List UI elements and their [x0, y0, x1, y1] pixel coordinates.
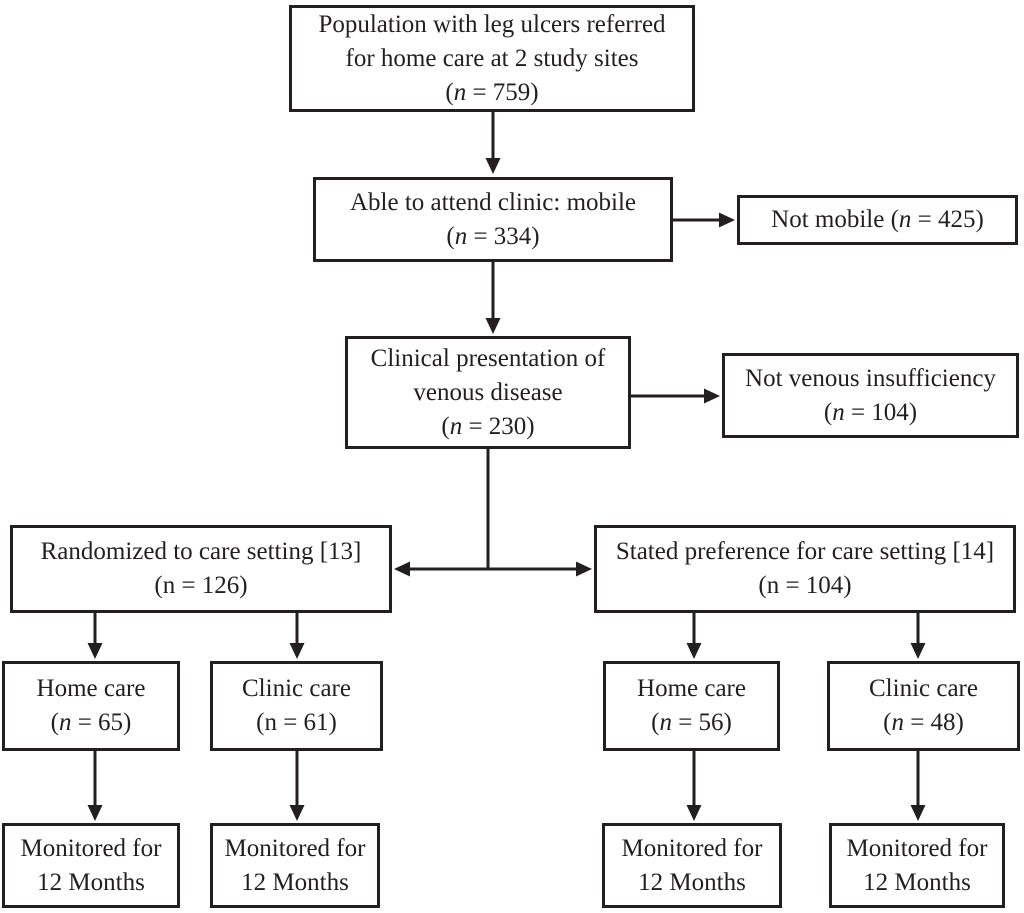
- flow-node-clinic-rand: Clinic care (n = 61): [210, 661, 383, 751]
- node-line: (n = 230): [441, 412, 535, 440]
- node-line: 12 Months: [638, 868, 746, 896]
- flow-node-monitored-clinic-pref: Monitored for 12 Months: [829, 823, 1005, 908]
- node-line: Clinical presentation of: [370, 344, 606, 372]
- flow-node-home-pref: Home care (n = 56): [603, 661, 780, 751]
- node-line: (n = 104): [758, 572, 852, 599]
- connector-randomized-to-home: [87, 612, 103, 659]
- flow-node-not-mobile: Not mobile (n = 425): [737, 195, 1018, 245]
- node-line: Able to attend clinic: mobile: [349, 188, 637, 216]
- connector-population-to-mobile: [485, 112, 501, 174]
- node-line: Stated preference for care setting [14]: [615, 538, 995, 565]
- node-line: (n = 126): [154, 572, 248, 599]
- node-line: (n = 104): [823, 398, 918, 426]
- node-line: (n = 334): [446, 222, 540, 250]
- flow-node-home-rand: Home care (n = 65): [2, 661, 180, 751]
- connector-mobile-to-clinical: [485, 262, 501, 334]
- node-line: venous disease: [413, 378, 563, 406]
- connector-split-to-arms: [394, 561, 592, 577]
- flow-node-monitored-home-pref: Monitored for 12 Months: [602, 823, 782, 908]
- flow-node-population: Population with leg ulcers referred for h…: [289, 5, 695, 112]
- node-line: Monitored for: [621, 834, 763, 862]
- node-line: Population with leg ulcers referred: [318, 10, 666, 38]
- node-line: Monitored for: [20, 834, 162, 862]
- node-line: 12 Months: [241, 868, 349, 896]
- flow-node-not-venous: Not venous insufficiency (n = 104): [722, 353, 1019, 438]
- connector-stated-to-clinic: [910, 612, 926, 659]
- node-line: (n = 759): [445, 78, 539, 106]
- node-line: for home care at 2 study sites: [345, 44, 639, 72]
- flow-node-stated: Stated preference for care setting [14] (…: [594, 525, 1016, 613]
- node-line: Home care: [36, 675, 146, 702]
- node-line: 12 Months: [863, 868, 971, 896]
- flow-node-mobile: Able to attend clinic: mobile (n = 334): [313, 177, 673, 262]
- connector-clinical-to-not-venous: [630, 388, 720, 404]
- node-line: Randomized to care setting [13]: [40, 538, 362, 565]
- connector-clinic-pref-to-monitored: [910, 750, 926, 821]
- node-line: Not venous insufficiency: [745, 364, 996, 392]
- flow-node-clinic-pref: Clinic care (n = 48): [827, 661, 1020, 751]
- connector-mobile-to-not-mobile: [672, 212, 735, 228]
- node-line: (n = 65): [50, 709, 132, 736]
- connector-home-pref-to-monitored: [686, 750, 702, 821]
- node-line: Clinic care: [242, 675, 351, 702]
- node-line: Monitored for: [224, 834, 366, 862]
- flow-node-monitored-clinic-rand: Monitored for 12 Months: [210, 823, 380, 908]
- flow-node-randomized: Randomized to care setting [13] (n = 126): [10, 525, 392, 613]
- flow-node-clinical: Clinical presentation of venous disease (n…: [345, 336, 631, 449]
- flow-node-monitored-home-rand: Monitored for 12 Months: [2, 823, 180, 908]
- node-line: Home care: [637, 675, 746, 702]
- connector-home-rand-to-monitored: [87, 750, 103, 821]
- node-line: Clinic care: [869, 675, 978, 702]
- node-line: (n = 56): [651, 709, 732, 736]
- connector-clinic-rand-to-monitored: [289, 750, 305, 821]
- node-line: Not mobile (n = 425): [771, 206, 984, 233]
- node-line: Monitored for: [846, 834, 988, 862]
- node-line: (n = 61): [256, 709, 337, 736]
- connector-randomized-to-clinic: [289, 612, 305, 659]
- node-line: 12 Months: [37, 868, 145, 896]
- node-line: (n = 48): [883, 709, 964, 736]
- connector-stated-to-home: [686, 612, 702, 659]
